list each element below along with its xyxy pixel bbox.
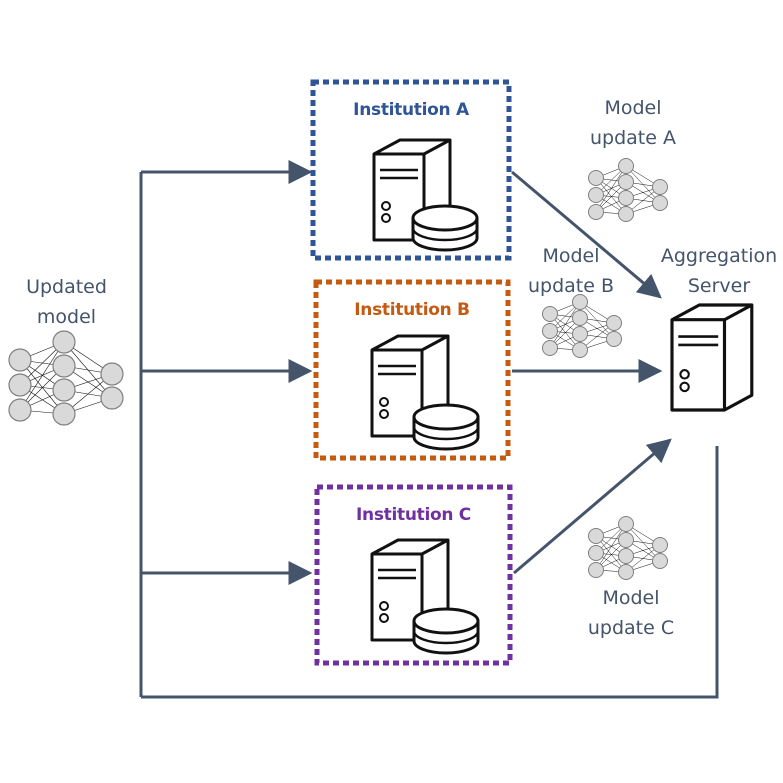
model-update-a-label: Model update A (572, 93, 694, 153)
update-b-line2: update B (527, 275, 615, 297)
arrow-update-c (513, 438, 672, 575)
update-b-line1: Model (542, 245, 600, 267)
update-a-line1: Model (604, 97, 662, 119)
institution-b-title: Institution B (354, 300, 470, 320)
updated-model-line2: model (36, 306, 97, 328)
model-update-c-label: Model update C (570, 583, 692, 643)
updated-model-label: Updated model (0, 272, 133, 332)
institution-c-title: Institution C (356, 505, 471, 525)
update-c-line2: update C (587, 617, 675, 639)
update-arrows (511, 170, 672, 575)
aggregation-server-label: Aggregation Server (655, 241, 783, 301)
updated-model-line1: Updated (26, 276, 107, 298)
updated-model-network-icon (8, 330, 124, 426)
distribution-connectors (139, 160, 719, 699)
database-icon (412, 403, 480, 451)
database-icon (412, 607, 480, 655)
update-c-line1: Model (602, 587, 660, 609)
update-a-line2: update A (590, 127, 676, 149)
institution-a-box (310, 79, 512, 261)
institution-b-box (313, 279, 511, 461)
model-update-b-label: Model update B (510, 241, 632, 301)
aggregation-server-line2: Server (687, 275, 751, 297)
institution-c-box (314, 484, 513, 666)
aggregation-server-icon (670, 303, 754, 412)
aggregation-server-line1: Aggregation (660, 245, 778, 267)
feedback-line (141, 446, 719, 699)
arrow-update-a (511, 170, 662, 299)
update-b-network-icon (542, 294, 622, 358)
institution-a-title: Institution A (353, 100, 469, 120)
update-c-network-icon (588, 516, 668, 580)
database-icon (411, 204, 479, 252)
update-a-network-icon (588, 158, 668, 222)
